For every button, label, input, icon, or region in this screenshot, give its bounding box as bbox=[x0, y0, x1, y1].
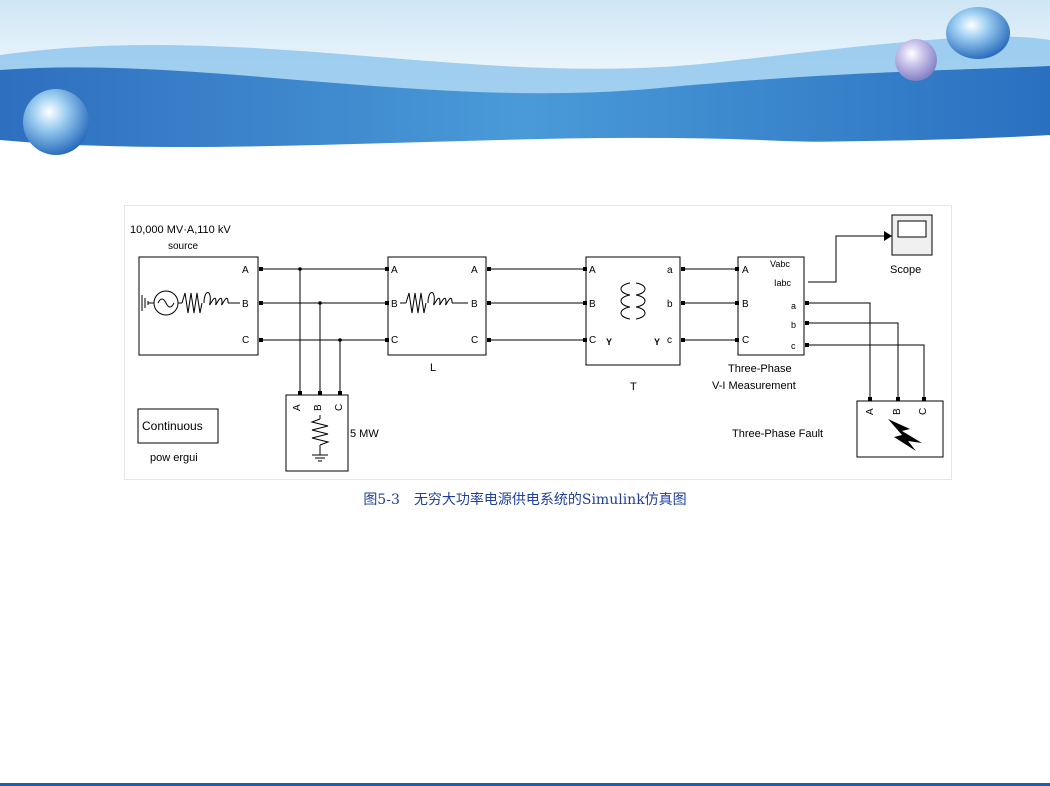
source-title: 10,000 MV·A,110 kV bbox=[130, 224, 231, 236]
transformer-symbol bbox=[620, 282, 646, 320]
load-label: 5 MW bbox=[350, 428, 379, 440]
scope-block[interactable]: Scope bbox=[890, 214, 933, 276]
transformer-port-out-b: b bbox=[667, 299, 673, 310]
banner-ball-small bbox=[895, 39, 937, 81]
line-port-in-c: C bbox=[391, 335, 398, 346]
figure-caption: 图5-3 无穷大功率电源供电系统的Simulink仿真图 bbox=[363, 492, 687, 508]
line-block[interactable]: A B C A B C L bbox=[387, 256, 487, 374]
transformer-port-out-c: c bbox=[667, 335, 672, 346]
powergui-label: pow ergui bbox=[150, 452, 198, 464]
line-port-out-a: A bbox=[471, 265, 478, 276]
banner-ball-right bbox=[946, 7, 1010, 59]
load-port-b: B bbox=[313, 404, 324, 411]
transformer-wye-right: Y bbox=[654, 337, 660, 347]
load-block[interactable]: A B C 5 MW bbox=[285, 394, 379, 472]
source-port-a: A bbox=[242, 265, 249, 276]
load-port-c: C bbox=[334, 404, 345, 411]
transformer-port-in-b: B bbox=[589, 299, 596, 310]
transformer-port-in-a: A bbox=[589, 265, 596, 276]
transformer-port-out-a: a bbox=[667, 265, 673, 276]
scope-label: Scope bbox=[890, 264, 921, 276]
line-label: L bbox=[430, 362, 436, 374]
line-port-out-c: C bbox=[471, 335, 478, 346]
fault-port-a: A bbox=[865, 408, 876, 415]
load-port-a: A bbox=[292, 404, 303, 411]
source-port-b: B bbox=[242, 299, 249, 310]
fault-port-b: B bbox=[892, 408, 903, 415]
banner-wave-edge bbox=[0, 136, 1050, 170]
transformer-port-in-c: C bbox=[589, 335, 596, 346]
measurement-out-vabc: Vabc bbox=[770, 259, 790, 269]
bottom-rule bbox=[0, 783, 1050, 786]
banner-ball-left bbox=[23, 89, 89, 155]
simulink-diagram: 10,000 MV·A,110 kV source A B C A B C A … bbox=[124, 205, 952, 480]
powergui-block[interactable]: Continuous pow ergui bbox=[137, 408, 219, 464]
scope-arrow-icon bbox=[884, 231, 892, 241]
line-port-in-a: A bbox=[391, 265, 398, 276]
measurement-port-in-a: A bbox=[742, 265, 749, 276]
transformer-wye-left: Y bbox=[606, 337, 612, 347]
header-banner bbox=[0, 0, 1050, 170]
measurement-port-out-c: c bbox=[791, 341, 796, 351]
banner-wave-main bbox=[0, 66, 1050, 155]
fault-port-c: C bbox=[918, 408, 929, 415]
measurement-label-1: Three-Phase bbox=[728, 363, 792, 375]
measurement-port-out-a: a bbox=[791, 301, 796, 311]
source-symbol bbox=[141, 290, 240, 316]
port-markers bbox=[259, 267, 926, 401]
line-port-out-b: B bbox=[471, 299, 478, 310]
measurement-out-iabc: Iabc bbox=[774, 278, 792, 288]
load-resistor-symbol bbox=[310, 415, 330, 462]
measurement-block[interactable]: A B C Vabc Iabc a b c Three-Phase V-I Me… bbox=[712, 256, 805, 392]
line-symbol bbox=[400, 292, 468, 314]
line-port-in-b: B bbox=[391, 299, 398, 310]
connection-wires bbox=[262, 235, 925, 399]
transformer-label: T bbox=[630, 381, 637, 393]
source-subtitle: source bbox=[168, 241, 198, 252]
source-block[interactable]: 10,000 MV·A,110 kV source A B C bbox=[130, 224, 259, 356]
measurement-label-2: V-I Measurement bbox=[712, 380, 796, 392]
diagram-frame bbox=[124, 205, 952, 480]
measurement-port-in-c: C bbox=[742, 335, 749, 346]
fault-block[interactable]: A B C Three-Phase Fault bbox=[732, 400, 944, 458]
powergui-box-text: Continuous bbox=[142, 419, 203, 433]
measurement-port-out-b: b bbox=[791, 320, 796, 330]
measurement-port-in-b: B bbox=[742, 299, 749, 310]
transformer-block[interactable]: A B C a b c Y Y T bbox=[585, 256, 681, 393]
lightning-icon bbox=[888, 419, 922, 451]
fault-label: Three-Phase Fault bbox=[732, 428, 823, 440]
source-port-c: C bbox=[242, 335, 249, 346]
